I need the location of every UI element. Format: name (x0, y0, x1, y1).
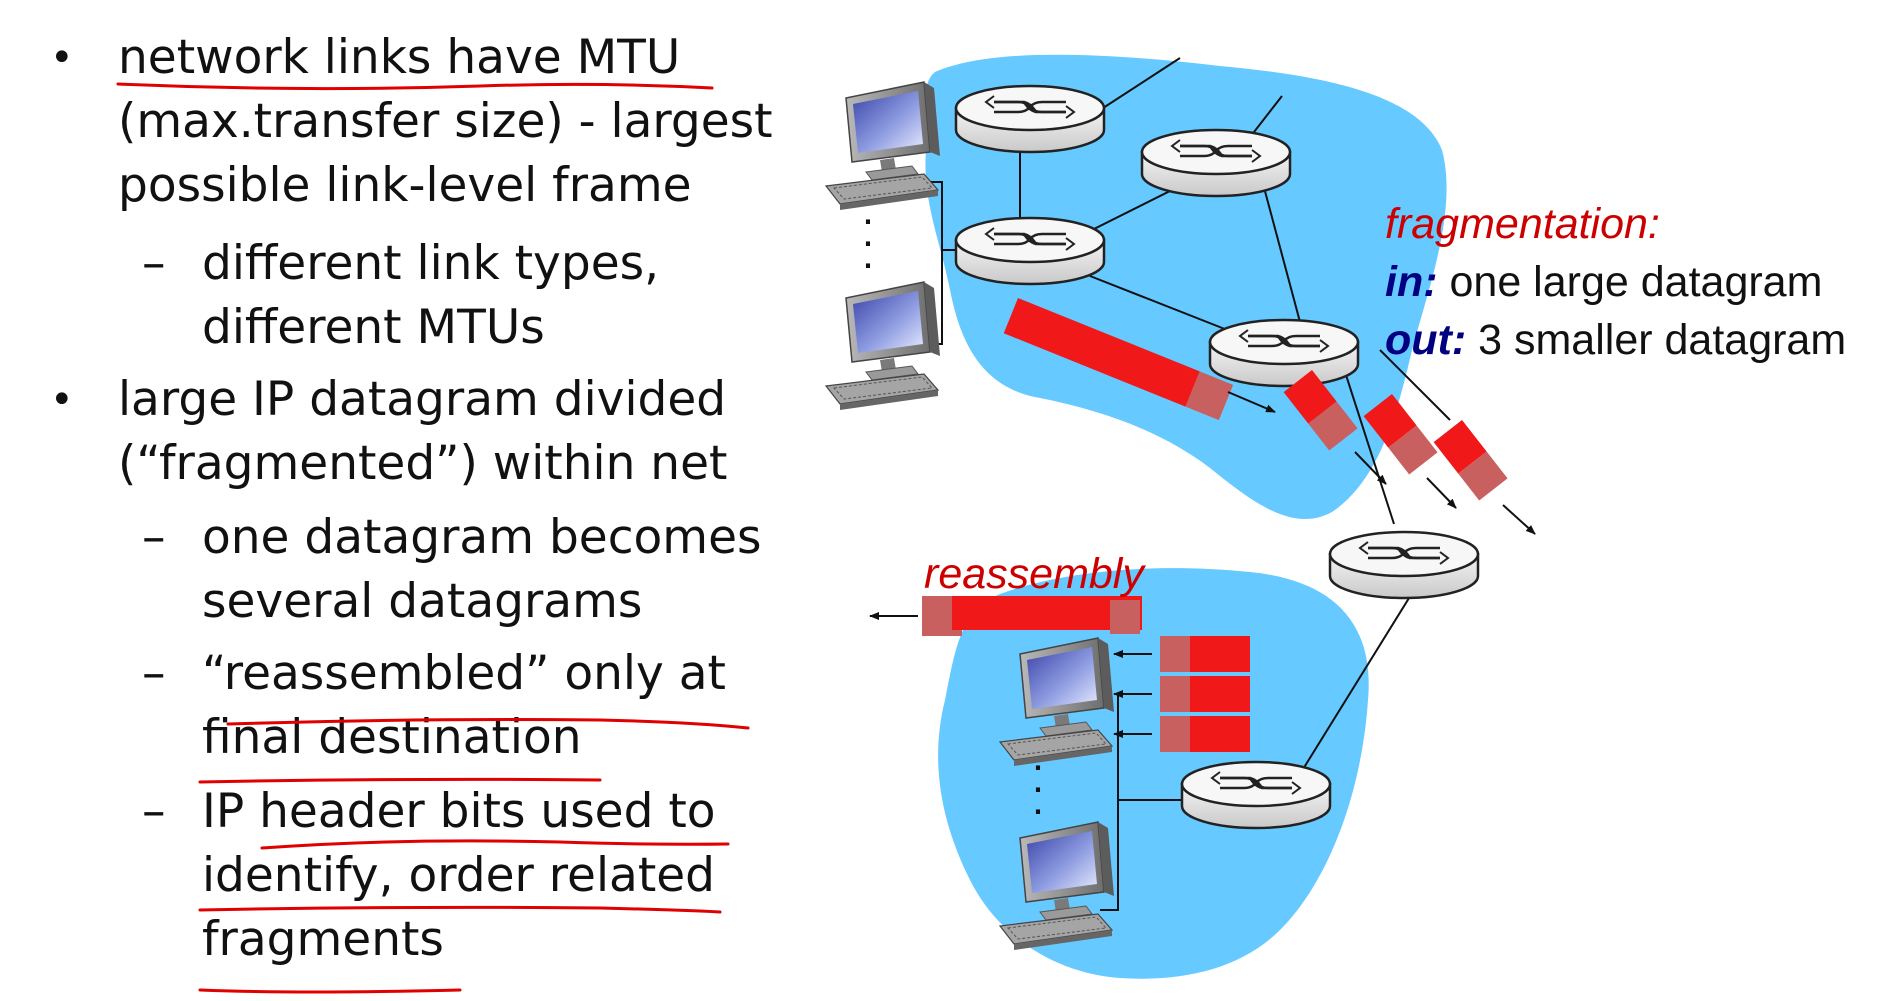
bullet-line: large IP datagram divided (118, 372, 727, 427)
ellipsis-dot: . (1032, 776, 1044, 824)
bullet-line: one datagram becomes (202, 510, 762, 565)
arrived-fragment (1160, 636, 1250, 672)
bullet-marker: • (50, 377, 74, 423)
ellipsis-dot: . (1032, 754, 1044, 802)
host-computer-icon (825, 281, 941, 411)
bullet-line: several datagrams (202, 574, 643, 629)
datagram-fragment (1363, 394, 1438, 475)
subbullet-marker: – (142, 510, 166, 565)
bullet-line: IP header bits used to (202, 784, 716, 839)
ellipsis-dot: . (1032, 732, 1044, 780)
subbullet-marker: – (142, 646, 166, 701)
router-icon (1328, 530, 1480, 600)
bullet-line: different MTUs (202, 300, 545, 355)
arrived-fragment (1160, 676, 1250, 712)
bullet-fragmented: • large IP datagram divided (“fragmented… (50, 368, 728, 496)
bullet-marker: • (50, 35, 74, 81)
bullet-line: “reassembled” only at (202, 646, 726, 701)
in-label: in: (1385, 258, 1438, 306)
router-icon (1208, 318, 1360, 388)
underline-annotations (116, 82, 750, 994)
arrived-fragment (1160, 716, 1250, 752)
out-label: out: (1385, 316, 1466, 364)
bullet-line: possible link-level frame (118, 158, 692, 213)
in-text: one large datagram (1438, 258, 1823, 306)
subbullet-marker: – (142, 236, 166, 291)
router-icon (954, 84, 1106, 154)
in-label-line: in: one large datagram (1385, 258, 1822, 306)
datagram-fragment (1283, 370, 1358, 451)
ellipsis-dot: . (862, 186, 874, 234)
fragmentation-label: fragmentation: (1385, 200, 1660, 248)
bullet-line: fragments (202, 912, 444, 967)
router-icon (954, 216, 1106, 286)
reassembly-label: reassembly (924, 550, 1146, 598)
router-icon (1140, 128, 1292, 198)
bullet-line: (max.transfer size) - largest (118, 94, 773, 149)
bullet-line: network links have MTU (118, 30, 681, 85)
host-computer-icon (825, 81, 941, 211)
bullet-line: identify, order related (202, 848, 716, 903)
ellipsis-dot: . (862, 208, 874, 256)
ellipsis-dot: . (862, 230, 874, 278)
large-datagram (1003, 298, 1234, 421)
bullet-list: • network links have MTU (max.transfer s… (0, 0, 800, 1001)
bullet-mtu: • network links have MTU (max.transfer s… (50, 26, 773, 218)
bullet-line: different link types, (202, 236, 660, 291)
subbullet-marker: – (142, 784, 166, 839)
router-icon (1180, 760, 1332, 830)
bullet-line: (“fragmented”) within net (118, 436, 728, 491)
subbullet-several-datagrams: – one datagram becomes several datagrams (142, 506, 762, 634)
subbullet-link-types: – different link types, different MTUs (142, 232, 660, 360)
out-label-line: out: 3 smaller datagram (1385, 316, 1846, 364)
datagram-fragment (1433, 420, 1508, 501)
reassembled-datagram (922, 596, 1142, 636)
out-text: 3 smaller datagram (1466, 316, 1846, 364)
subbullet-header-bits: – IP header bits used to identify, order… (142, 780, 716, 972)
